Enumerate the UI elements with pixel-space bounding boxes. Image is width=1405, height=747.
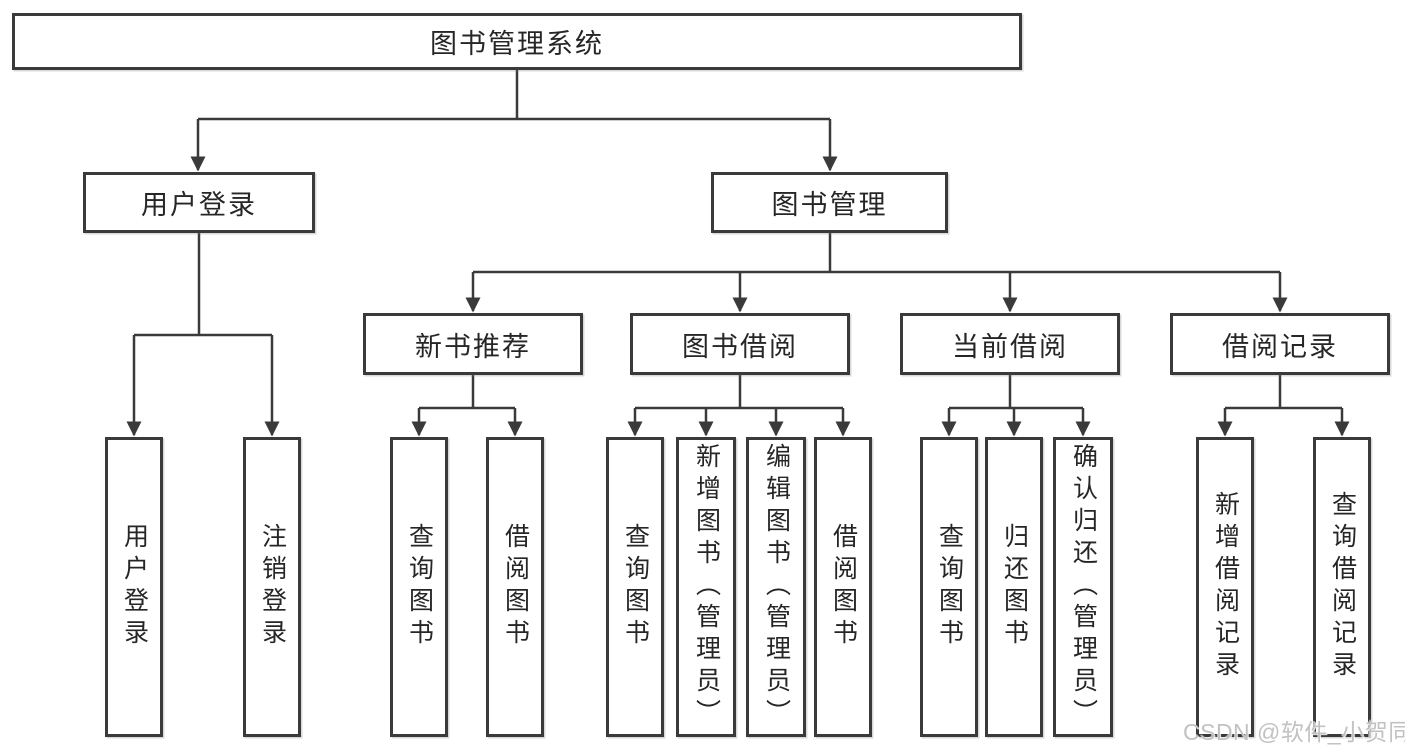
leaf-query-book-borrow: 查询图书 <box>606 437 664 737</box>
node-root-library-system: 图书管理系统 <box>12 13 1022 70</box>
node-new-book-recommend: 新书推荐 <box>363 313 583 375</box>
leaf-query-book-recommend: 查询图书 <box>390 437 448 737</box>
leaf-confirm-return-admin: 确认归还（管理员） <box>1053 437 1113 737</box>
leaf-borrow-book: 借阅图书 <box>814 437 872 737</box>
leaf-return-book: 归还图书 <box>985 437 1043 737</box>
node-book-management-branch: 图书管理 <box>711 172 948 233</box>
leaf-add-borrow-record: 新增借阅记录 <box>1196 437 1254 737</box>
leaf-borrow-book-recommend: 借阅图书 <box>486 437 544 737</box>
node-book-borrow: 图书借阅 <box>630 313 850 375</box>
leaf-user-login: 用户登录 <box>105 437 163 737</box>
node-current-borrow: 当前借阅 <box>900 313 1120 375</box>
node-borrow-records: 借阅记录 <box>1170 313 1390 375</box>
leaf-query-book-current: 查询图书 <box>920 437 978 737</box>
leaf-query-borrow-record: 查询借阅记录 <box>1313 437 1371 737</box>
leaf-add-book-admin: 新增图书（管理员） <box>676 437 736 737</box>
node-user-login-branch: 用户登录 <box>83 172 315 233</box>
leaf-edit-book-admin: 编辑图书（管理员） <box>746 437 806 737</box>
csdn-watermark: CSDN @软件_小贺同学 <box>1183 719 1405 745</box>
leaf-logout: 注销登录 <box>243 437 301 737</box>
